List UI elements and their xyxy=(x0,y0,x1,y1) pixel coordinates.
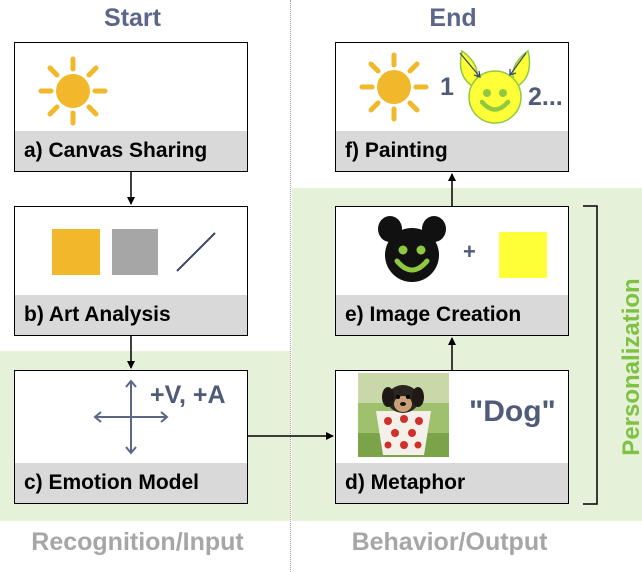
emotion-valence-arousal-label: +V, +A xyxy=(150,381,226,409)
canvas-sharing-box: a) Canvas Sharing xyxy=(14,42,248,172)
art-analysis-box: b) Art Analysis xyxy=(14,206,248,336)
emotion-model-box: +V, +A c) Emotion Model xyxy=(14,370,248,504)
painting-label: f) Painting xyxy=(336,131,568,171)
plus-sign: + xyxy=(463,239,476,264)
metaphor-label: d) Metaphor xyxy=(336,463,568,503)
art-analysis-label: b) Art Analysis xyxy=(15,295,247,335)
behavior-output-label: Behavior/Output xyxy=(351,528,548,556)
end-heading: End xyxy=(429,4,477,32)
axes-cross-icon xyxy=(93,379,169,455)
diagonal-line-icon xyxy=(176,232,216,272)
sun-icon xyxy=(38,56,108,126)
metaphor-word: "Dog" xyxy=(469,395,556,428)
personalization-label: Personalization xyxy=(618,278,642,456)
canvas-sharing-label: a) Canvas Sharing xyxy=(15,131,247,171)
yellow-square-icon xyxy=(499,232,547,278)
painting-step-two: 2... xyxy=(528,83,563,111)
puppy-photo xyxy=(358,373,449,457)
recognition-input-label: Recognition/Input xyxy=(31,528,244,556)
image-creation-box: + e) Image Creation xyxy=(335,206,569,336)
gray-square-icon xyxy=(112,229,158,275)
metaphor-box: "Dog" d) Metaphor xyxy=(335,370,569,504)
painting-box: 1 2... f) Painting xyxy=(335,42,569,172)
column-divider xyxy=(290,0,291,572)
bunny-face-icon xyxy=(459,49,531,124)
image-creation-label: e) Image Creation xyxy=(336,295,568,335)
dog-face-icon xyxy=(378,216,446,282)
sun-icon xyxy=(359,52,429,122)
painting-step-one: 1 xyxy=(440,73,454,101)
yellow-square-icon xyxy=(52,229,100,275)
start-heading: Start xyxy=(104,4,161,32)
emotion-model-label: c) Emotion Model xyxy=(15,463,247,503)
